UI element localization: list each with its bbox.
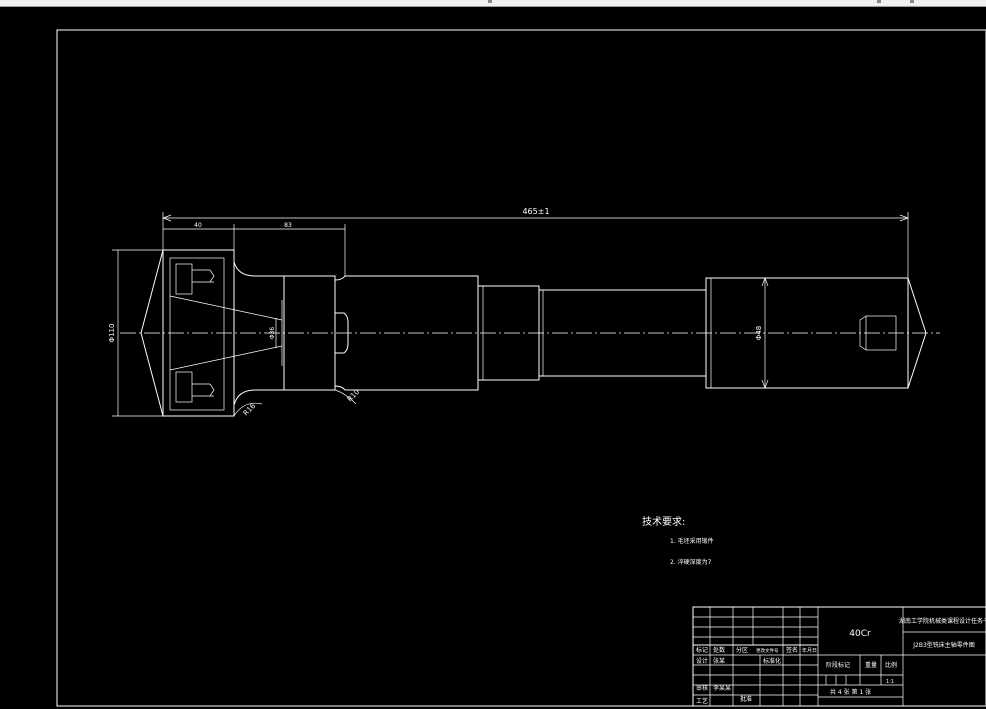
drawing-title: J2B3型铣床主轴零件图 [912, 641, 975, 649]
notes-heading: 技术要求: [642, 515, 685, 528]
title-block: 40Cr 湖南工学院机械类课程设计任务书 J2B3型铣床主轴零件图 标记 处数 … [692, 606, 986, 707]
row-label: 更改文件号 [756, 647, 779, 654]
organization-label: 湖南工学院机械类课程设计任务书 [899, 617, 986, 625]
ruler-mark [488, 0, 492, 3]
ruler-mark [910, 0, 914, 3]
sheet-count: 共 4 张 第 1 张 [830, 688, 871, 696]
note-item: 1. 毛坯采用锻件 [670, 537, 714, 545]
row-label: 处数 [713, 646, 725, 654]
dim-chamfer-left: R16 [242, 402, 258, 418]
standardization-label: 标准化 [763, 657, 781, 665]
dim-shaft-diameter: Φ48 [755, 326, 763, 340]
material-label: 40Cr [849, 629, 871, 639]
chamfer-left-arc [233, 402, 263, 417]
weight-label: 重量 [865, 661, 877, 669]
technical-notes: 技术要求: 1. 毛坯采用锻件 2. 淬硬深度为7 [642, 515, 714, 566]
craft-label: 工艺 [696, 697, 708, 705]
chamfer-right-arc [334, 389, 357, 405]
row-label: 分区 [736, 646, 748, 654]
design-label: 设计 [696, 657, 708, 665]
review-label: 审核 [696, 684, 708, 692]
dimensions: 465±1 40 83 Φ110 Φ36 Φ48 R16 R10 [108, 207, 909, 418]
dim-bore-diameter: Φ36 [269, 327, 276, 340]
note-item: 2. 淬硬深度为7 [670, 558, 712, 566]
flange-inner-outline [169, 257, 225, 411]
drawing-frame [56, 29, 986, 707]
dim-flange-diameter: Φ110 [108, 324, 116, 343]
dim-neck-length: 83 [284, 222, 292, 229]
row-label: 签名 [786, 646, 798, 654]
window-title-strip [0, 0, 986, 7]
row-label: 标记 [696, 646, 708, 654]
row-label: 年月日 [802, 647, 817, 654]
dim-flange-length: 40 [194, 222, 202, 229]
spindle-part [120, 249, 940, 417]
ruler-mark [877, 0, 881, 3]
dim-overall-length: 465±1 [522, 207, 549, 216]
taper-bore-bottom [169, 345, 283, 371]
approve-label: 批准 [740, 695, 752, 703]
tapped-hole-top [175, 263, 193, 295]
scale-value: 1:1 [886, 679, 894, 685]
designer-name: 张某 [713, 657, 725, 665]
stage-marks-label: 阶段标记 [826, 661, 850, 669]
taper-bore-top [169, 295, 283, 321]
scale-label: 比例 [885, 661, 897, 669]
tapped-hole-bottom [175, 371, 193, 403]
reviewer-name: 李某某 [713, 684, 731, 692]
